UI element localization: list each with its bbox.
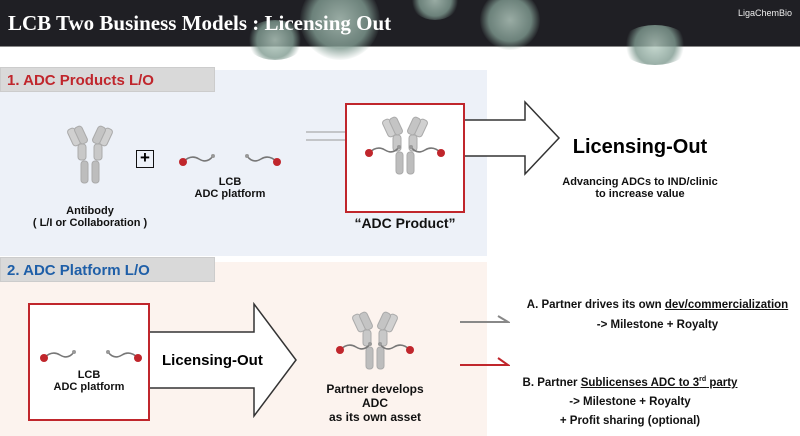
section2-label: 2. ADC Platform L/O [0,257,215,282]
connector-lines [306,131,346,141]
option-b: B. Partner Sublicenses ADC to 3rd party … [522,376,738,427]
antibody-icon [66,124,114,184]
plus-icon: + [136,149,154,168]
adc-product-box [345,103,465,213]
option-a: A. Partner drives its own dev/commercial… [526,299,789,331]
licensing-out-title: Licensing-Out [572,136,708,158]
adc-product-label: “ADC Product” [354,215,456,231]
company-logo: LigaChemBio [737,8,792,18]
antibody-label: Antibody( L/I or Collaboration ) [32,205,148,229]
licensing-arrow-2 [150,302,297,418]
partner-adc-icon [335,310,415,370]
licensing-out-label: Licensing-Out [162,352,263,369]
payload-linker-icon [39,349,143,363]
page-title: LCB Two Business Models : Licensing Out [8,11,392,35]
option-arrows [460,315,510,366]
licensing-arrow-1 [465,100,561,176]
adc-icon [364,115,446,175]
section1-label: 1. ADC Products L/O [0,67,215,92]
header-banner: LCB Two Business Models : Licensing Out … [0,0,800,65]
payload-linker-icon [178,153,282,167]
